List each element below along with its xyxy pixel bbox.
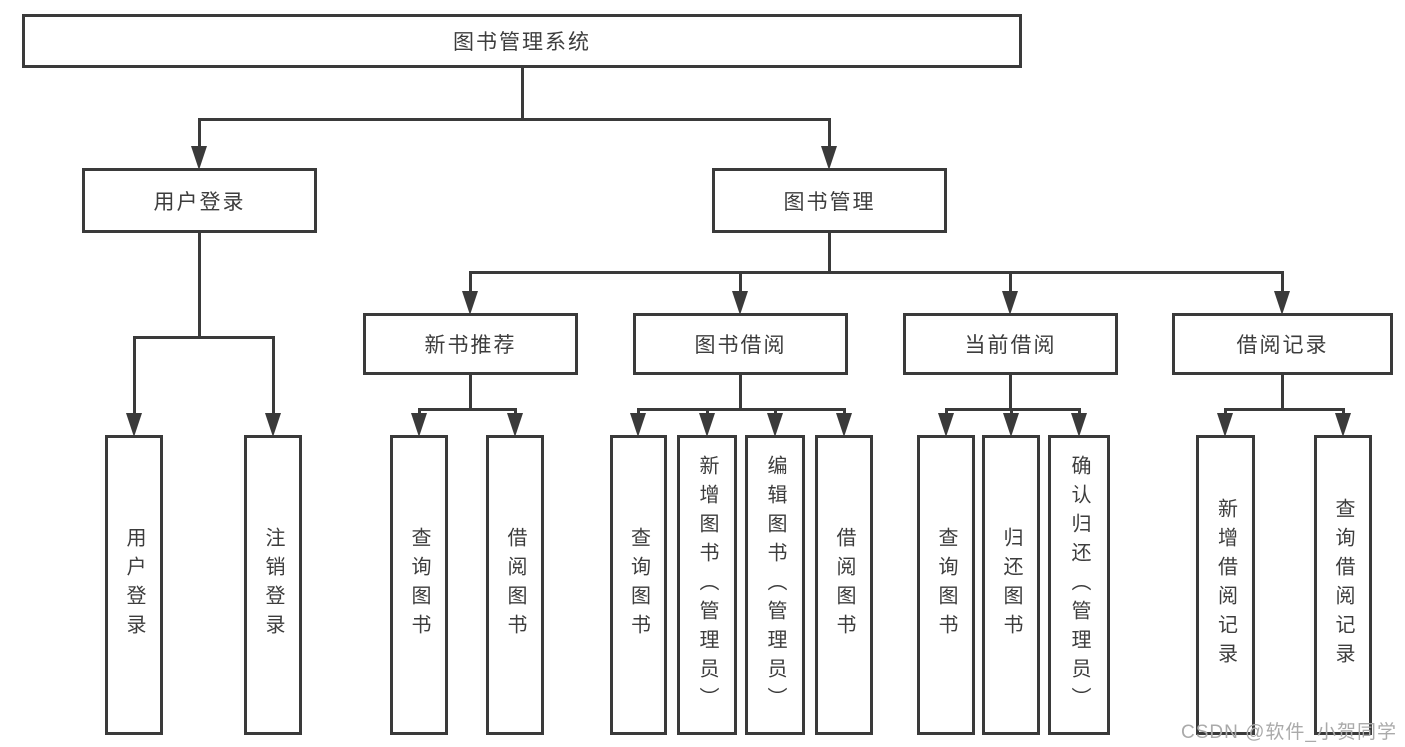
arrow-down-icon (699, 413, 715, 437)
connector-line (133, 336, 136, 417)
connector-line (198, 118, 201, 150)
arrow-down-icon (1217, 413, 1233, 437)
connector-line (945, 408, 948, 417)
connector-line (514, 408, 517, 417)
connector-line (1281, 271, 1284, 295)
node-leaf-add-record: 新增借阅记录 (1196, 435, 1255, 735)
node-current-borrow: 当前借阅 (903, 313, 1118, 375)
arrow-down-icon (1002, 291, 1018, 315)
node-leaf-edit-book: 编辑图书（管理员） (745, 435, 805, 735)
arrow-down-icon (1274, 291, 1290, 315)
node-borrow-history: 借阅记录 (1172, 313, 1393, 375)
arrow-down-icon (507, 413, 523, 437)
arrow-down-icon (1071, 413, 1087, 437)
connector-line (521, 66, 524, 121)
node-user-login: 用户登录 (82, 168, 317, 233)
node-root: 图书管理系统 (22, 14, 1022, 68)
connector-line (828, 231, 831, 274)
connector-line (133, 336, 275, 339)
node-leaf-borrow-book-1: 借阅图书 (486, 435, 544, 735)
connector-line (828, 118, 831, 150)
connector-line (637, 408, 846, 411)
arrow-down-icon (411, 413, 427, 437)
node-leaf-query-book-3: 查询图书 (917, 435, 975, 735)
arrow-down-icon (821, 146, 837, 170)
connector-line (418, 408, 516, 411)
node-leaf-user-login: 用户登录 (105, 435, 163, 735)
connector-line (1281, 373, 1284, 411)
connector-line (843, 408, 846, 417)
connector-line (198, 231, 201, 339)
connector-line (469, 271, 472, 295)
watermark: CSDN @软件_小贺同学 (1181, 722, 1397, 743)
node-new-book-rec: 新书推荐 (363, 313, 578, 375)
connector-line (469, 271, 1283, 274)
node-book-borrow: 图书借阅 (633, 313, 848, 375)
node-leaf-query-record: 查询借阅记录 (1314, 435, 1372, 735)
connector-line (1342, 408, 1345, 417)
arrow-down-icon (126, 413, 142, 437)
connector-line (1224, 408, 1345, 411)
node-book-mgmt: 图书管理 (712, 168, 947, 233)
arrow-down-icon (1335, 413, 1351, 437)
arrow-down-icon (732, 291, 748, 315)
connector-line (774, 408, 777, 417)
arrow-down-icon (191, 146, 207, 170)
arrow-down-icon (1003, 413, 1019, 437)
connector-line (272, 336, 275, 417)
connector-line (1009, 271, 1012, 295)
node-leaf-add-book: 新增图书（管理员） (677, 435, 737, 735)
connector-line (198, 118, 831, 121)
arrow-down-icon (462, 291, 478, 315)
connector-line (706, 408, 709, 417)
connector-line (1010, 408, 1013, 417)
connector-line (945, 408, 1081, 411)
node-leaf-query-book-2: 查询图书 (610, 435, 667, 735)
arrow-down-icon (938, 413, 954, 437)
arrow-down-icon (630, 413, 646, 437)
connector-line (637, 408, 640, 417)
arrow-down-icon (265, 413, 281, 437)
node-leaf-confirm-return: 确认归还（管理员） (1048, 435, 1110, 735)
connector-line (739, 271, 742, 295)
connector-line (418, 408, 421, 417)
connector-line (1078, 408, 1081, 417)
connector-line (469, 373, 472, 411)
node-leaf-query-book-1: 查询图书 (390, 435, 448, 735)
arrow-down-icon (836, 413, 852, 437)
node-leaf-borrow-book-2: 借阅图书 (815, 435, 873, 735)
arrow-down-icon (767, 413, 783, 437)
connector-line (1009, 373, 1012, 411)
node-leaf-logout: 注销登录 (244, 435, 302, 735)
connector-line (739, 373, 742, 411)
connector-line (1224, 408, 1227, 417)
node-leaf-return-book: 归还图书 (982, 435, 1040, 735)
